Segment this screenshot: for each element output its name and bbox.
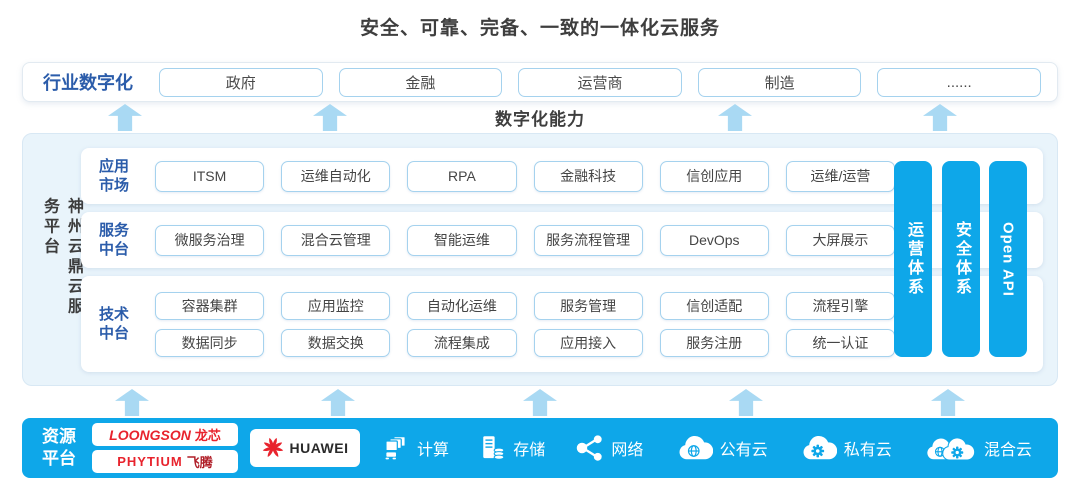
capability-label: 数字化能力: [495, 110, 585, 129]
huawei-logo-icon: [262, 435, 284, 462]
platform-panel: 神州云鼎云服务平台 应用 市场 ITSM 运维自动化 RPA 金融科技 信创应用…: [22, 133, 1058, 386]
up-arrow-icon: [321, 389, 355, 416]
row-label-tech: 技术 中台: [99, 305, 130, 343]
tech-items-bottom: 数据同步 数据交换 流程集成 应用接入 服务注册 统一认证: [155, 328, 896, 357]
capability-box: ITSM: [155, 160, 265, 192]
resource-bar: 资源 平台 LOONGSON 龙芯 PHYTIUM 飞腾: [22, 418, 1058, 478]
capability-box: 运维自动化: [281, 160, 391, 192]
pillar-open-api: Open API: [989, 161, 1027, 357]
capability-box: 流程引擎: [785, 291, 896, 320]
resource-label: 资源 平台: [42, 426, 76, 468]
tech-items-top: 容器集群 应用监控 自动化运维 服务管理 信创适配 流程引擎: [155, 291, 896, 320]
pillar-operations: 运营体系: [894, 161, 932, 357]
compute-icon: [382, 434, 410, 462]
capability-box: 智能运维: [407, 224, 517, 256]
service-middle-row: 服务 中台 微服务治理 混合云管理 智能运维 服务流程管理 DevOps 大屏展…: [81, 212, 1043, 268]
pillar-security: 安全体系: [942, 161, 980, 357]
storage-icon: [478, 434, 506, 462]
capability-box: 服务流程管理: [533, 224, 643, 256]
resource-item-label: 网络: [611, 442, 644, 459]
industry-item-manufacturing: 制造: [697, 67, 862, 97]
capability-box: 信创适配: [659, 291, 769, 320]
resource-item-storage: 存储: [478, 434, 545, 462]
up-arrow-icon: [523, 389, 557, 416]
capability-box: 数据同步: [155, 328, 265, 357]
row-label-app-market: 应用 市场: [99, 157, 130, 195]
capability-box: 统一认证: [785, 328, 896, 357]
resource-item-network: 网络: [574, 434, 643, 462]
capability-box: 金融科技: [533, 160, 643, 192]
capability-box: DevOps: [659, 224, 769, 256]
resource-item-private-cloud: 私有云: [797, 433, 892, 463]
industry-items: 政府 金融 运营商 制造 ......: [159, 67, 1041, 97]
service-items: 微服务治理 混合云管理 智能运维 服务流程管理 DevOps 大屏展示: [155, 224, 896, 256]
industry-label: 行业数字化: [43, 73, 133, 93]
capability-box: 应用监控: [281, 291, 391, 320]
loongson-chip: LOONGSON 龙芯: [92, 423, 238, 446]
huawei-chip: HUAWEI: [250, 429, 360, 467]
industry-item-finance: 金融: [338, 67, 503, 97]
capability-box: 信创应用: [659, 160, 769, 192]
network-icon: [574, 434, 604, 462]
capability-box: 自动化运维: [407, 291, 517, 320]
industry-item-government: 政府: [159, 67, 323, 97]
resource-item-compute: 计算: [382, 434, 449, 462]
hybrid-cloud-icon: [921, 433, 977, 463]
resource-item-hybrid-cloud: 混合云: [921, 433, 1032, 463]
up-arrow-icon: [729, 389, 763, 416]
private-cloud-icon: [797, 433, 837, 463]
capability-box: 大屏展示: [785, 224, 896, 256]
industry-item-more: ......: [877, 67, 1041, 97]
resource-item-label: 计算: [417, 442, 450, 459]
phytium-chip: PHYTIUM 飞腾: [92, 450, 238, 473]
vendor-chips: LOONGSON 龙芯 PHYTIUM 飞腾: [92, 423, 238, 473]
resource-item-public-cloud: 公有云: [673, 433, 768, 463]
capability-box: 数据交换: [281, 328, 391, 357]
capability-box: 应用接入: [533, 328, 643, 357]
up-arrow-icon: [115, 389, 149, 416]
resource-item-label: 私有云: [843, 442, 892, 459]
row-label-service: 服务 中台: [99, 221, 130, 259]
capability-box: 服务管理: [533, 291, 643, 320]
tech-middle-row: 技术 中台 容器集群 应用监控 自动化运维 服务管理 信创适配 流程引擎 数据同…: [81, 276, 1043, 372]
capability-box: 服务注册: [659, 328, 769, 357]
platform-side-label: 神州云鼎云服务平台: [41, 196, 82, 317]
app-market-row: 应用 市场 ITSM 运维自动化 RPA 金融科技 信创应用 运维/运营: [81, 148, 1043, 204]
capability-band: 数字化能力: [22, 102, 1058, 132]
app-market-items: ITSM 运维自动化 RPA 金融科技 信创应用 运维/运营: [155, 160, 896, 192]
resource-item-label: 公有云: [719, 442, 768, 459]
capability-box: 运维/运营: [785, 160, 896, 192]
capability-box: 流程集成: [407, 328, 517, 357]
resource-item-label: 混合云: [983, 442, 1032, 459]
resource-items: 计算: [374, 433, 1040, 463]
page-title: 安全、可靠、完备、一致的一体化云服务: [359, 18, 720, 39]
tech-items-grid: 容器集群 应用监控 自动化运维 服务管理 信创适配 流程引擎 数据同步 数据交换…: [147, 291, 896, 357]
resource-item-label: 存储: [513, 442, 546, 459]
up-arrow-icon: [931, 389, 965, 416]
industry-panel: 行业数字化 政府 金融 运营商 制造 ......: [22, 62, 1058, 102]
public-cloud-icon: [673, 433, 713, 463]
capability-box: 容器集群: [155, 291, 265, 320]
industry-item-carrier: 运营商: [518, 67, 682, 97]
capability-box: 混合云管理: [281, 224, 391, 256]
capability-box: RPA: [407, 160, 517, 192]
capability-box: 微服务治理: [155, 224, 265, 256]
